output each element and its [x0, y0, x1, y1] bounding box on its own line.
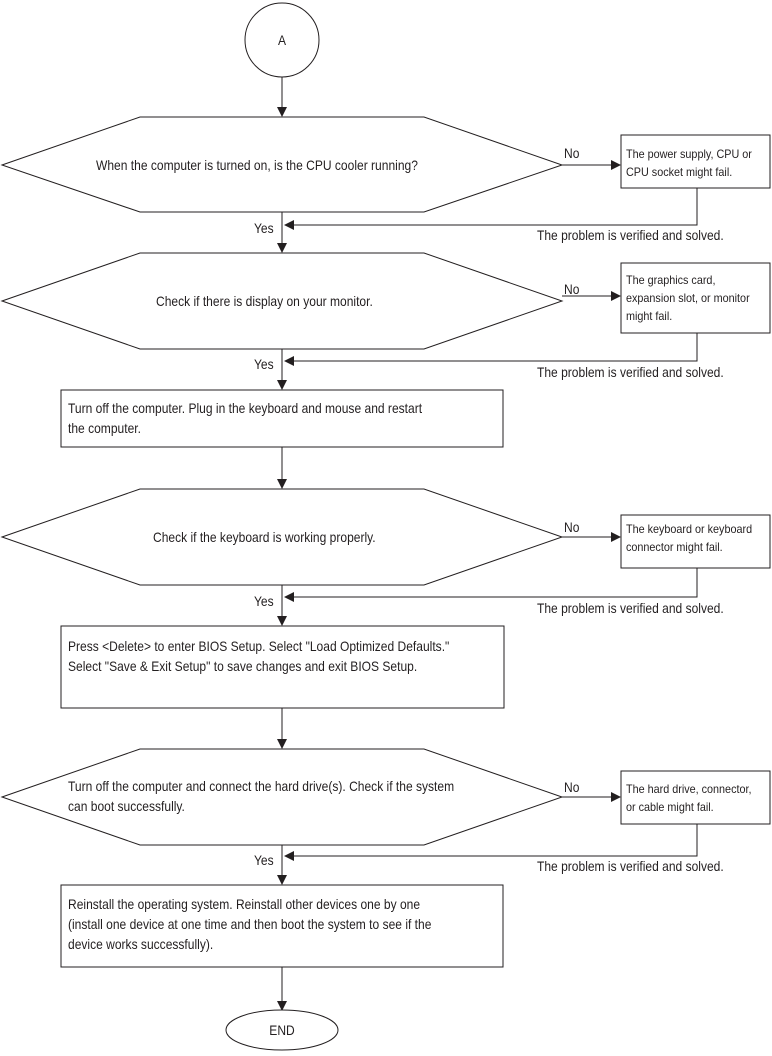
failure4-box	[620, 770, 771, 825]
decision1-no-label: No	[564, 145, 580, 161]
decision4-no-label: No	[564, 779, 580, 795]
decision1-question: When the computer is turned on, is the C…	[96, 157, 418, 173]
decision2-verified-label: The problem is verified and solved.	[537, 364, 724, 380]
decision2-yes-label: Yes	[254, 356, 274, 372]
decision4-yes-label: Yes	[254, 852, 274, 868]
decision4-failure-text: The hard drive, connector, or cable migh…	[626, 782, 752, 814]
decision1-yes-label: Yes	[254, 220, 274, 236]
arrow-failure1-return	[284, 188, 698, 230]
decision3-question: Check if the keyboard is working properl…	[153, 529, 376, 545]
end-terminator-label: END	[269, 1022, 295, 1038]
step2-text: Press <Delete> to enter BIOS Setup. Sele…	[68, 638, 450, 674]
step2-box	[60, 625, 505, 709]
step1-text: Turn off the computer. Plug in the keybo…	[68, 400, 423, 436]
start-connector-label: A	[277, 32, 287, 48]
decision1-verified-label: The problem is verified and solved.	[537, 227, 724, 243]
decision3-failure-text: The keyboard or keyboard connector might…	[626, 522, 753, 554]
failure3-box	[620, 514, 771, 569]
decision2-question: Check if there is display on your monito…	[156, 293, 373, 309]
arrow-failure4-return	[284, 824, 698, 861]
arrow-failure3-return	[284, 568, 698, 602]
decision2-no-label: No	[564, 281, 580, 297]
step1-box	[60, 389, 504, 448]
decision3-yes-label: Yes	[254, 593, 274, 609]
decision4-verified-label: The problem is verified and solved.	[537, 858, 724, 874]
decision1-failure-text: The power supply, CPU or CPU socket migh…	[626, 147, 752, 179]
decision3-verified-label: The problem is verified and solved.	[537, 600, 724, 616]
decision3-no-label: No	[564, 519, 580, 535]
step3-text: Reinstall the operating system. Reinstal…	[68, 896, 432, 952]
failure1-box	[620, 134, 771, 189]
decision2-shape	[0, 252, 564, 350]
decision4-question: Turn off the computer and connect the ha…	[68, 778, 455, 814]
step3-box	[60, 884, 504, 968]
decision2-failure-text: The graphics card, expansion slot, or mo…	[626, 273, 750, 323]
failure2-box	[620, 262, 771, 334]
end-terminator-ellipse	[225, 1009, 339, 1051]
arrow-failure2-return	[284, 333, 698, 366]
